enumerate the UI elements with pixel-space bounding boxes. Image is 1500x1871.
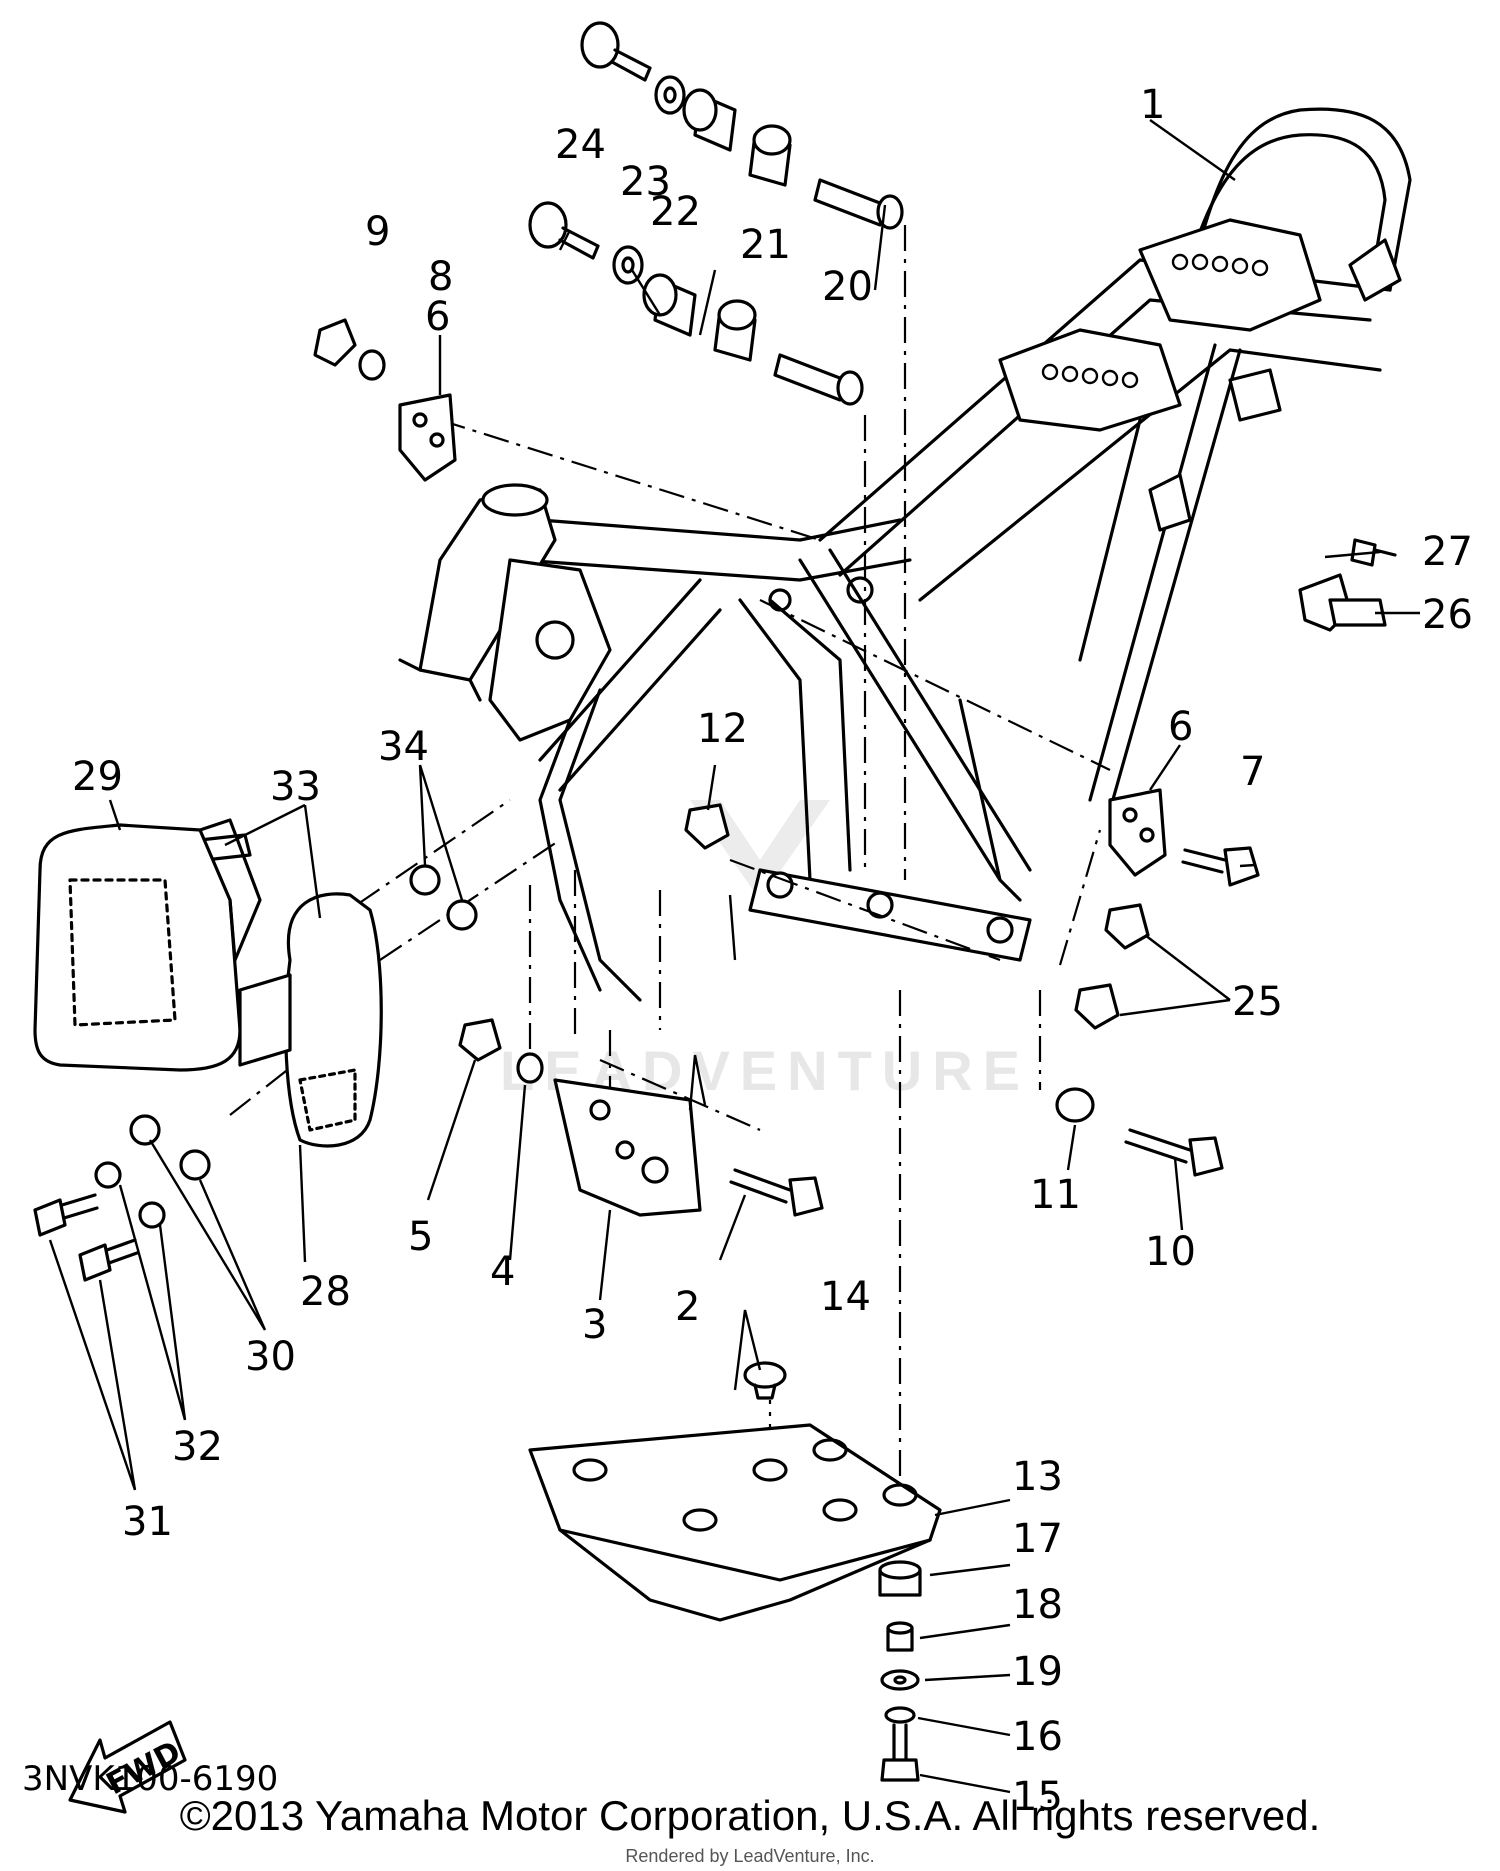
washer-part-16: [884, 1706, 916, 1724]
collar-part-30: [129, 1114, 211, 1181]
callout-17: 17: [1012, 1516, 1063, 1562]
washer-part-32: [94, 1161, 166, 1229]
callout-6-lower: 6: [1168, 704, 1193, 750]
callout-18: 18: [1012, 1582, 1063, 1628]
nut-part-5: [458, 1018, 502, 1062]
callout-6-upper: 6: [425, 294, 450, 340]
engine-bracket-part-3: [553, 1078, 702, 1217]
leader-lines: [184, 225, 1111, 1490]
rendered-by-credit: Rendered by LeadVenture, Inc.: [625, 1846, 875, 1866]
callout-22: 22: [650, 189, 701, 235]
headlight-lens-part-28: [238, 892, 383, 1148]
callout-28: 28: [300, 1269, 351, 1315]
bolt-part-31: [33, 1193, 139, 1282]
callout-7: 7: [1240, 749, 1265, 795]
diagram-reference-code: 3NVK100-6190: [22, 1759, 278, 1799]
callout-12: 12: [697, 706, 748, 752]
nut-part-9: [313, 318, 357, 367]
callout-29: 29: [72, 754, 123, 800]
washer-part-8: [358, 349, 386, 381]
bolt-part-20: [773, 178, 904, 406]
bolt-part-2: [729, 1168, 824, 1217]
washer-part-19: [880, 1669, 920, 1691]
callout-4: 4: [490, 1249, 515, 1295]
callout-14: 14: [820, 1274, 871, 1320]
callout-numbers: 1 2 3 4 5 6 6 7 8 9 10 11 12 13 14 15 16…: [72, 82, 1473, 1820]
callout-26: 26: [1422, 592, 1473, 638]
callout-30: 30: [245, 1334, 296, 1380]
bracket-plate-part-6-upper: [398, 393, 457, 482]
callout-5: 5: [408, 1214, 433, 1260]
callout-20: 20: [822, 264, 873, 310]
plug-part-14: [743, 1361, 787, 1400]
bracket-plate-part-6-lower: [1108, 788, 1167, 877]
callout-2: 2: [675, 1284, 700, 1330]
callout-3: 3: [582, 1302, 607, 1348]
callout-16: 16: [1012, 1714, 1063, 1760]
washer-part-23: [612, 75, 686, 285]
clamp-part-26: [1298, 573, 1387, 632]
grommet-part-34: [409, 864, 478, 931]
headlight-housing-part-29: [33, 818, 262, 1072]
bush-part-21: [713, 124, 792, 362]
callout-8: 8: [428, 254, 453, 300]
washer-part-4: [516, 1052, 544, 1084]
callout-10: 10: [1145, 1229, 1196, 1275]
callout-23: 23: [620, 159, 671, 205]
callout-21: 21: [740, 222, 791, 268]
callout-31: 31: [122, 1499, 173, 1545]
callout-13: 13: [1012, 1454, 1063, 1500]
copyright-notice: ©2013 Yamaha Motor Corporation, U.S.A. A…: [179, 1792, 1321, 1839]
callout-lines: [48, 119, 1420, 1794]
callout-33: 33: [270, 764, 321, 810]
collar-part-11: [1055, 1087, 1095, 1123]
callout-11: 11: [1030, 1172, 1081, 1218]
callout-34: 34: [378, 724, 429, 770]
callout-1: 1: [1140, 82, 1165, 128]
callout-27: 27: [1422, 529, 1473, 575]
bolt-part-15: [880, 1723, 920, 1782]
damper-part-17: [878, 1560, 922, 1597]
callout-19: 19: [1012, 1649, 1063, 1695]
callout-9: 9: [365, 209, 390, 255]
collar-part-22: [642, 88, 737, 337]
callout-32: 32: [172, 1424, 223, 1470]
nut-part-12: [684, 803, 730, 850]
watermark: LEADVENTURE: [500, 800, 1020, 1102]
bolt-part-24: [528, 21, 652, 260]
callout-24: 24: [555, 122, 606, 168]
callout-15: 15: [1012, 1774, 1063, 1820]
bolt-part-10: [1124, 1128, 1224, 1177]
skid-plate-part-13: [528, 1423, 942, 1622]
collar-part-18: [886, 1621, 914, 1652]
callout-25: 25: [1232, 979, 1283, 1025]
nut-part-25: [1074, 903, 1150, 1030]
